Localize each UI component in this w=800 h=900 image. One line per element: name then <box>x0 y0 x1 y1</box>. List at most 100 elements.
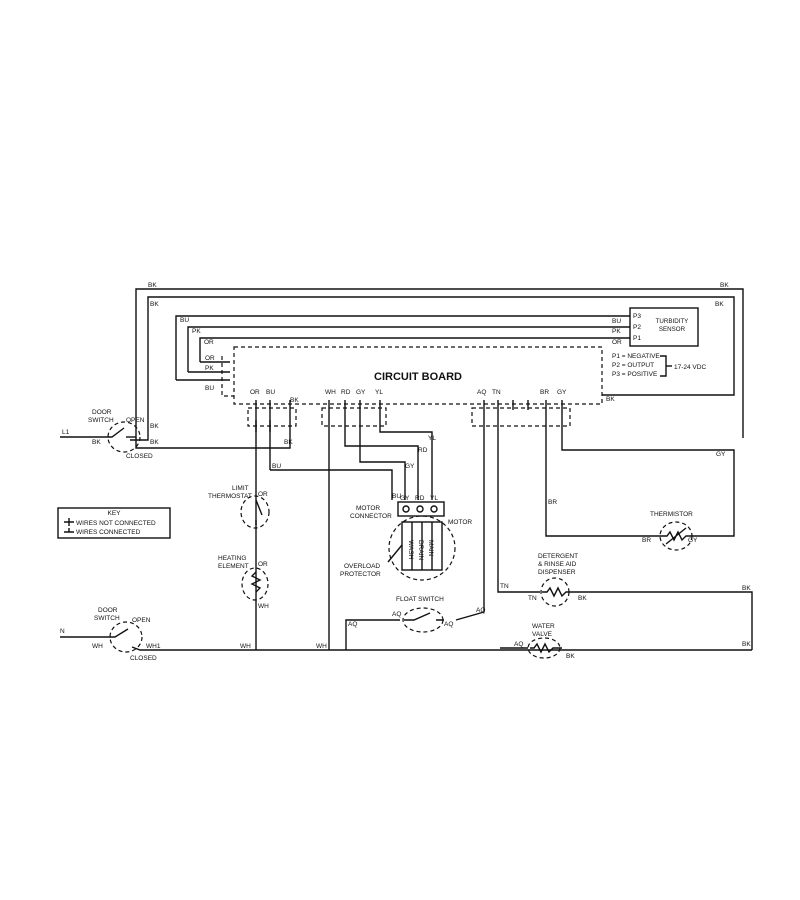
motor-winding-wash: WASH <box>407 540 414 560</box>
dispenser-branch: TN TN BK BK DETERGENT & RINSE AID DISPEN… <box>497 420 753 650</box>
wire-label-pk: PK <box>192 328 201 335</box>
wire-label-or: OR <box>258 561 268 568</box>
pin-br: BR <box>540 389 549 396</box>
door-switch-top-closed: CLOSED <box>126 453 153 460</box>
wire-label-br: BR <box>642 537 651 544</box>
wire-label-bk: BK <box>715 301 724 308</box>
limit-thermostat-line2: THERMOSTAT <box>208 493 252 500</box>
wire-label-bu: BU <box>180 317 189 324</box>
conn-rd: RD <box>415 495 425 502</box>
wire-label-aq: AQ <box>476 607 485 614</box>
left-pin-bu: BU <box>205 385 214 392</box>
circuit-board: CIRCUIT BOARD OR PK BU P1 = NEGATIVE P2 … <box>176 346 706 427</box>
wire-label-bk: BK <box>150 423 159 430</box>
heating-element-line2: ELEMENT <box>218 563 249 570</box>
wire-label-gy: GY <box>716 451 726 458</box>
wire-label-bk: BK <box>742 585 751 592</box>
door-switch-bottom-open: OPEN <box>132 617 151 624</box>
motor-connector-line1: MOTOR <box>356 505 380 512</box>
wire-label-bk: BK <box>150 439 159 446</box>
heater-branch: BU OR LIMIT THERMOSTAT OR HEATING ELEMEN… <box>208 420 281 650</box>
circuit-board-title: CIRCUIT BOARD <box>374 371 462 383</box>
legend-voltage: 17-24 VDC <box>674 364 706 371</box>
wire-label-wh1: WH1 <box>146 643 161 650</box>
key-not-connected: WIRES NOT CONNECTED <box>76 520 156 527</box>
wire-label-bu: BU <box>392 493 401 500</box>
door-switch-top-open: OPEN <box>126 417 145 424</box>
motor-branch: RD RD GY YL BU GY RD YL MOTOR CONNECTOR … <box>270 420 472 650</box>
conn-gy: GY <box>400 495 410 502</box>
float-switch-branch: AQ AQ AQ AQ FLOAT SWITCH <box>345 420 485 650</box>
wire-label-aq: AQ <box>392 611 401 618</box>
wire-label-or: OR <box>204 339 214 346</box>
pin-yl: YL <box>375 389 383 396</box>
dispenser-line1: DETERGENT <box>538 553 578 560</box>
wire-label-or: OR <box>258 491 268 498</box>
wire-label-bk: BK <box>92 439 101 446</box>
board-stubs <box>255 420 271 432</box>
heating-element-line1: HEATING <box>218 555 246 562</box>
motor-winding-main: MAIN <box>427 540 434 557</box>
pin-gy: GY <box>356 389 366 396</box>
pin-aq: AQ <box>477 389 486 396</box>
pin-rd: RD <box>341 389 351 396</box>
legend-p1: P1 = NEGATIVE <box>612 353 660 360</box>
sensor-pin-p1: P1 <box>633 335 641 342</box>
key-title: KEY <box>107 510 121 517</box>
motor-connector-line2: CONNECTOR <box>350 513 392 520</box>
wire-label-bk: BK <box>742 641 751 648</box>
pin-wh: WH <box>325 389 336 396</box>
door-switch-top-line1: DOOR <box>92 409 112 416</box>
sensor-wires: BU BU PK PK OR OR <box>175 315 630 380</box>
motor-winding-drain: DRAIN <box>417 540 424 561</box>
float-switch-label: FLOAT SWITCH <box>396 596 444 603</box>
pin-gy2: GY <box>557 389 567 396</box>
door-switch-top-line2: SWITCH <box>88 417 114 424</box>
sensor-title-line2: SENSOR <box>659 326 686 333</box>
pin-or: OR <box>250 389 260 396</box>
wire-label-rd: RD <box>418 447 428 454</box>
water-valve-line2: VALVE <box>532 631 553 638</box>
door-switch-bottom-line1: DOOR <box>98 607 118 614</box>
wire-label-bk: BK <box>606 396 615 403</box>
wire-label-bk: BK <box>284 439 293 446</box>
wire-label-or: OR <box>612 339 622 346</box>
bottom-door-switch: N DOOR SWITCH OPEN WH WH1 CLOSED WH WH <box>60 607 752 662</box>
conn-yl: YL <box>430 495 438 502</box>
wiring-key: KEY WIRES NOT CONNECTED WIRES CONNECTED <box>57 507 171 539</box>
wire-label-yl: YL <box>428 435 436 442</box>
limit-thermostat-line1: LIMIT <box>232 485 249 492</box>
wire-label-bk: BK <box>578 595 587 602</box>
sensor-title-line1: TURBIDITY <box>656 318 689 325</box>
turbidity-sensor: P3 P2 P1 TURBIDITY SENSOR <box>629 307 699 347</box>
wire-label-bk: BK <box>150 301 159 308</box>
wire-label-bu: BU <box>612 318 621 325</box>
wire-label-n: N <box>60 628 65 635</box>
wire-label-gy: GY <box>405 463 415 470</box>
top-door-switch: L1 DOOR SWITCH OPEN BK BK CLOSED BK <box>60 400 293 460</box>
sensor-pin-p3: P3 <box>633 313 641 320</box>
pin-bu: BU <box>266 389 275 396</box>
wire-label-br: BR <box>548 499 557 506</box>
dispenser-line3: DISPENSER <box>538 569 576 576</box>
wire-label-aq: AQ <box>514 641 523 648</box>
wire-label-aq: AQ <box>444 621 453 628</box>
key-connected: WIRES CONNECTED <box>76 529 141 536</box>
wire-label-l1: L1 <box>62 429 70 436</box>
wire-label-pk: PK <box>612 328 621 335</box>
legend-p3: P3 = POSITIVE <box>612 371 658 378</box>
pin-bk: BK <box>290 397 299 404</box>
wire-label-bk: BK <box>720 282 729 289</box>
motor-label: MOTOR <box>448 519 472 526</box>
wire-label-bk: BK <box>148 282 157 289</box>
wire-label-bk: BK <box>566 653 575 660</box>
water-valve-line1: WATER <box>532 623 555 630</box>
dispenser-line2: & RINSE AID <box>538 561 577 568</box>
pin-tn: TN <box>492 389 501 396</box>
bk-main-loop: BK BK BK BK BK BK <box>135 282 744 440</box>
door-switch-bottom-closed: CLOSED <box>130 655 157 662</box>
door-switch-bottom-line2: SWITCH <box>94 615 120 622</box>
wire-label-bu: BU <box>272 463 281 470</box>
left-pin-pk: PK <box>205 365 214 372</box>
